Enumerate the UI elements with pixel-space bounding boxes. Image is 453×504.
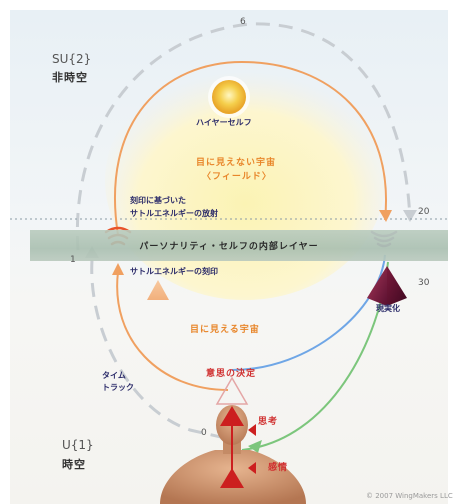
number-top: 6 <box>240 17 246 27</box>
thought-triangle-icon <box>220 406 244 426</box>
green-arrow-head <box>248 440 262 453</box>
diagram-canvas: パーソナリティ・セルフの内部レイヤー SU{2} 非時空 U{1} 時空 6 2… <box>10 10 453 504</box>
dashed-arrow-right <box>403 210 417 222</box>
copyright-text: © 2007 WingMakers LLC <box>366 492 453 500</box>
number-right: 20 <box>418 207 430 217</box>
decision-label: 意思の決定 <box>206 369 257 379</box>
invisible-universe-label: 目に見えない宇宙 <box>196 158 277 168</box>
orange-arrow-head <box>379 210 392 222</box>
decision-triangle-icon <box>215 376 249 405</box>
dashed-time-loop-lower <box>90 259 226 440</box>
emotion-label: 感情 <box>268 463 289 473</box>
emotion-arrow-icon <box>248 462 256 474</box>
emission-label-2: サトルエネルギーの放射 <box>130 209 218 218</box>
time-track-label-2: トラック <box>102 383 134 392</box>
orange-up-arrow <box>112 263 124 275</box>
personality-layer-band <box>30 230 448 261</box>
higher-self-label: ハイヤーセルフ <box>196 118 252 127</box>
thought-label: 思考 <box>258 417 279 427</box>
manifestation-label: 現実化 <box>376 304 400 313</box>
imprint-label: サトルエネルギーの刻印 <box>130 267 218 276</box>
visible-universe-label: 目に見える宇宙 <box>190 325 260 335</box>
blue-path <box>231 254 386 371</box>
orange-lower-path <box>116 271 229 391</box>
personality-layer-label: パーソナリティ・セルフの内部レイヤー <box>139 242 319 252</box>
thought-arrow-icon <box>248 424 256 436</box>
upper-region-code: SU{2} <box>52 52 92 66</box>
number-left: 1 <box>70 255 76 265</box>
lower-region-code: U{1} <box>62 438 94 452</box>
orange-field-loop <box>113 60 387 236</box>
upper-region-title: 非時空 <box>52 71 88 84</box>
lower-region-title: 時空 <box>62 458 86 471</box>
number-right-low: 30 <box>418 278 430 288</box>
dashed-time-loop-upper <box>75 22 412 251</box>
field-label: 〈フィールド〉 <box>202 172 272 182</box>
emotion-triangle-icon <box>220 468 244 488</box>
manifestation-pyramid-icon <box>367 266 407 306</box>
time-track-label-1: タイム <box>102 371 126 380</box>
imprint-pyramid-icon <box>147 280 169 300</box>
emission-label-1: 刻印に基づいた <box>130 196 186 205</box>
number-bottom: 0 <box>201 428 207 438</box>
sun-icon <box>212 80 246 114</box>
